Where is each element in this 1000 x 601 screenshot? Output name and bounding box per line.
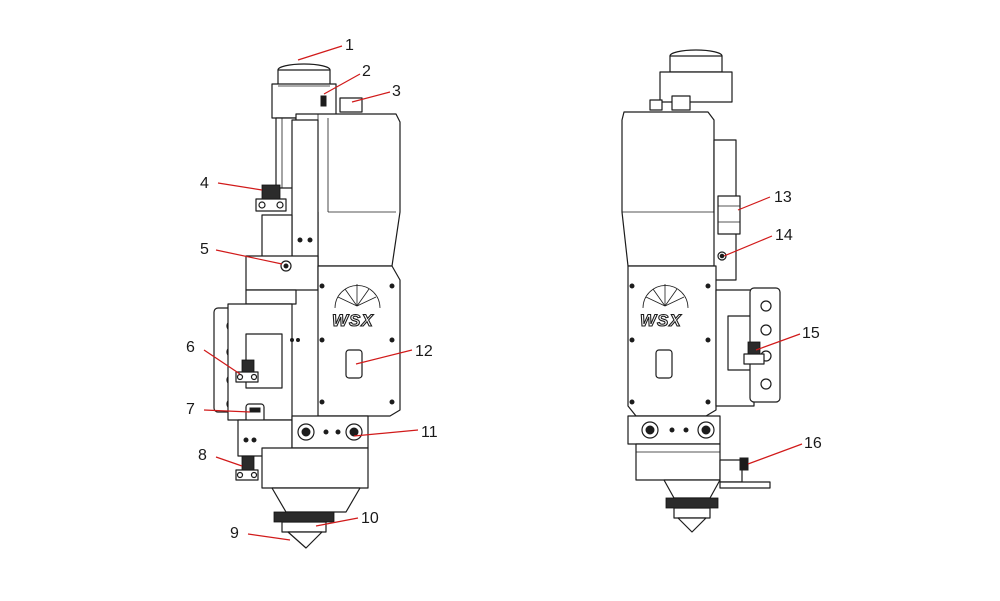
callout-5: 5 — [200, 241, 283, 265]
callout-16: 16 — [747, 435, 822, 465]
callout-label-8: 8 — [198, 447, 207, 464]
callout-label-13: 13 — [774, 189, 792, 206]
callout-label-10: 10 — [361, 510, 379, 527]
right-view-laser-head: WSX — [621, 49, 781, 533]
callout-label-5: 5 — [200, 241, 209, 258]
callout-8: 8 — [198, 447, 243, 467]
callout-2: 2 — [323, 63, 371, 95]
wsx-sunburst-logo-right: WSX — [639, 284, 689, 331]
callout-15: 15 — [755, 325, 820, 351]
callout-3: 3 — [351, 83, 401, 103]
logo-text-left: WSX — [332, 311, 374, 330]
callout-10: 10 — [315, 510, 379, 527]
callout-label-6: 6 — [186, 339, 195, 356]
callout-label-7: 7 — [186, 401, 195, 418]
callout-label-15: 15 — [802, 325, 820, 342]
callouts: 1 2 3 4 5 6 7 8 — [186, 37, 822, 542]
callout-12: 12 — [355, 343, 433, 365]
callout-6: 6 — [186, 339, 241, 375]
callout-label-9: 9 — [230, 525, 239, 542]
callout-label-11: 11 — [421, 424, 438, 441]
callout-label-12: 12 — [415, 343, 433, 360]
callout-label-1: 1 — [345, 37, 354, 54]
callout-4: 4 — [200, 175, 263, 192]
callout-14: 14 — [723, 227, 793, 257]
callout-1: 1 — [297, 37, 354, 61]
logo-text-right: WSX — [640, 311, 682, 330]
callout-9: 9 — [230, 525, 291, 542]
callout-label-16: 16 — [804, 435, 822, 452]
callout-label-14: 14 — [775, 227, 793, 244]
left-view-laser-head: WSX — [213, 63, 401, 549]
wsx-sunburst-logo: WSX — [331, 284, 381, 331]
callout-11: 11 — [353, 424, 438, 441]
callout-13: 13 — [737, 189, 792, 211]
callout-label-3: 3 — [392, 83, 401, 100]
callout-label-4: 4 — [200, 175, 209, 192]
callout-label-2: 2 — [362, 63, 371, 80]
callout-7: 7 — [186, 401, 251, 418]
